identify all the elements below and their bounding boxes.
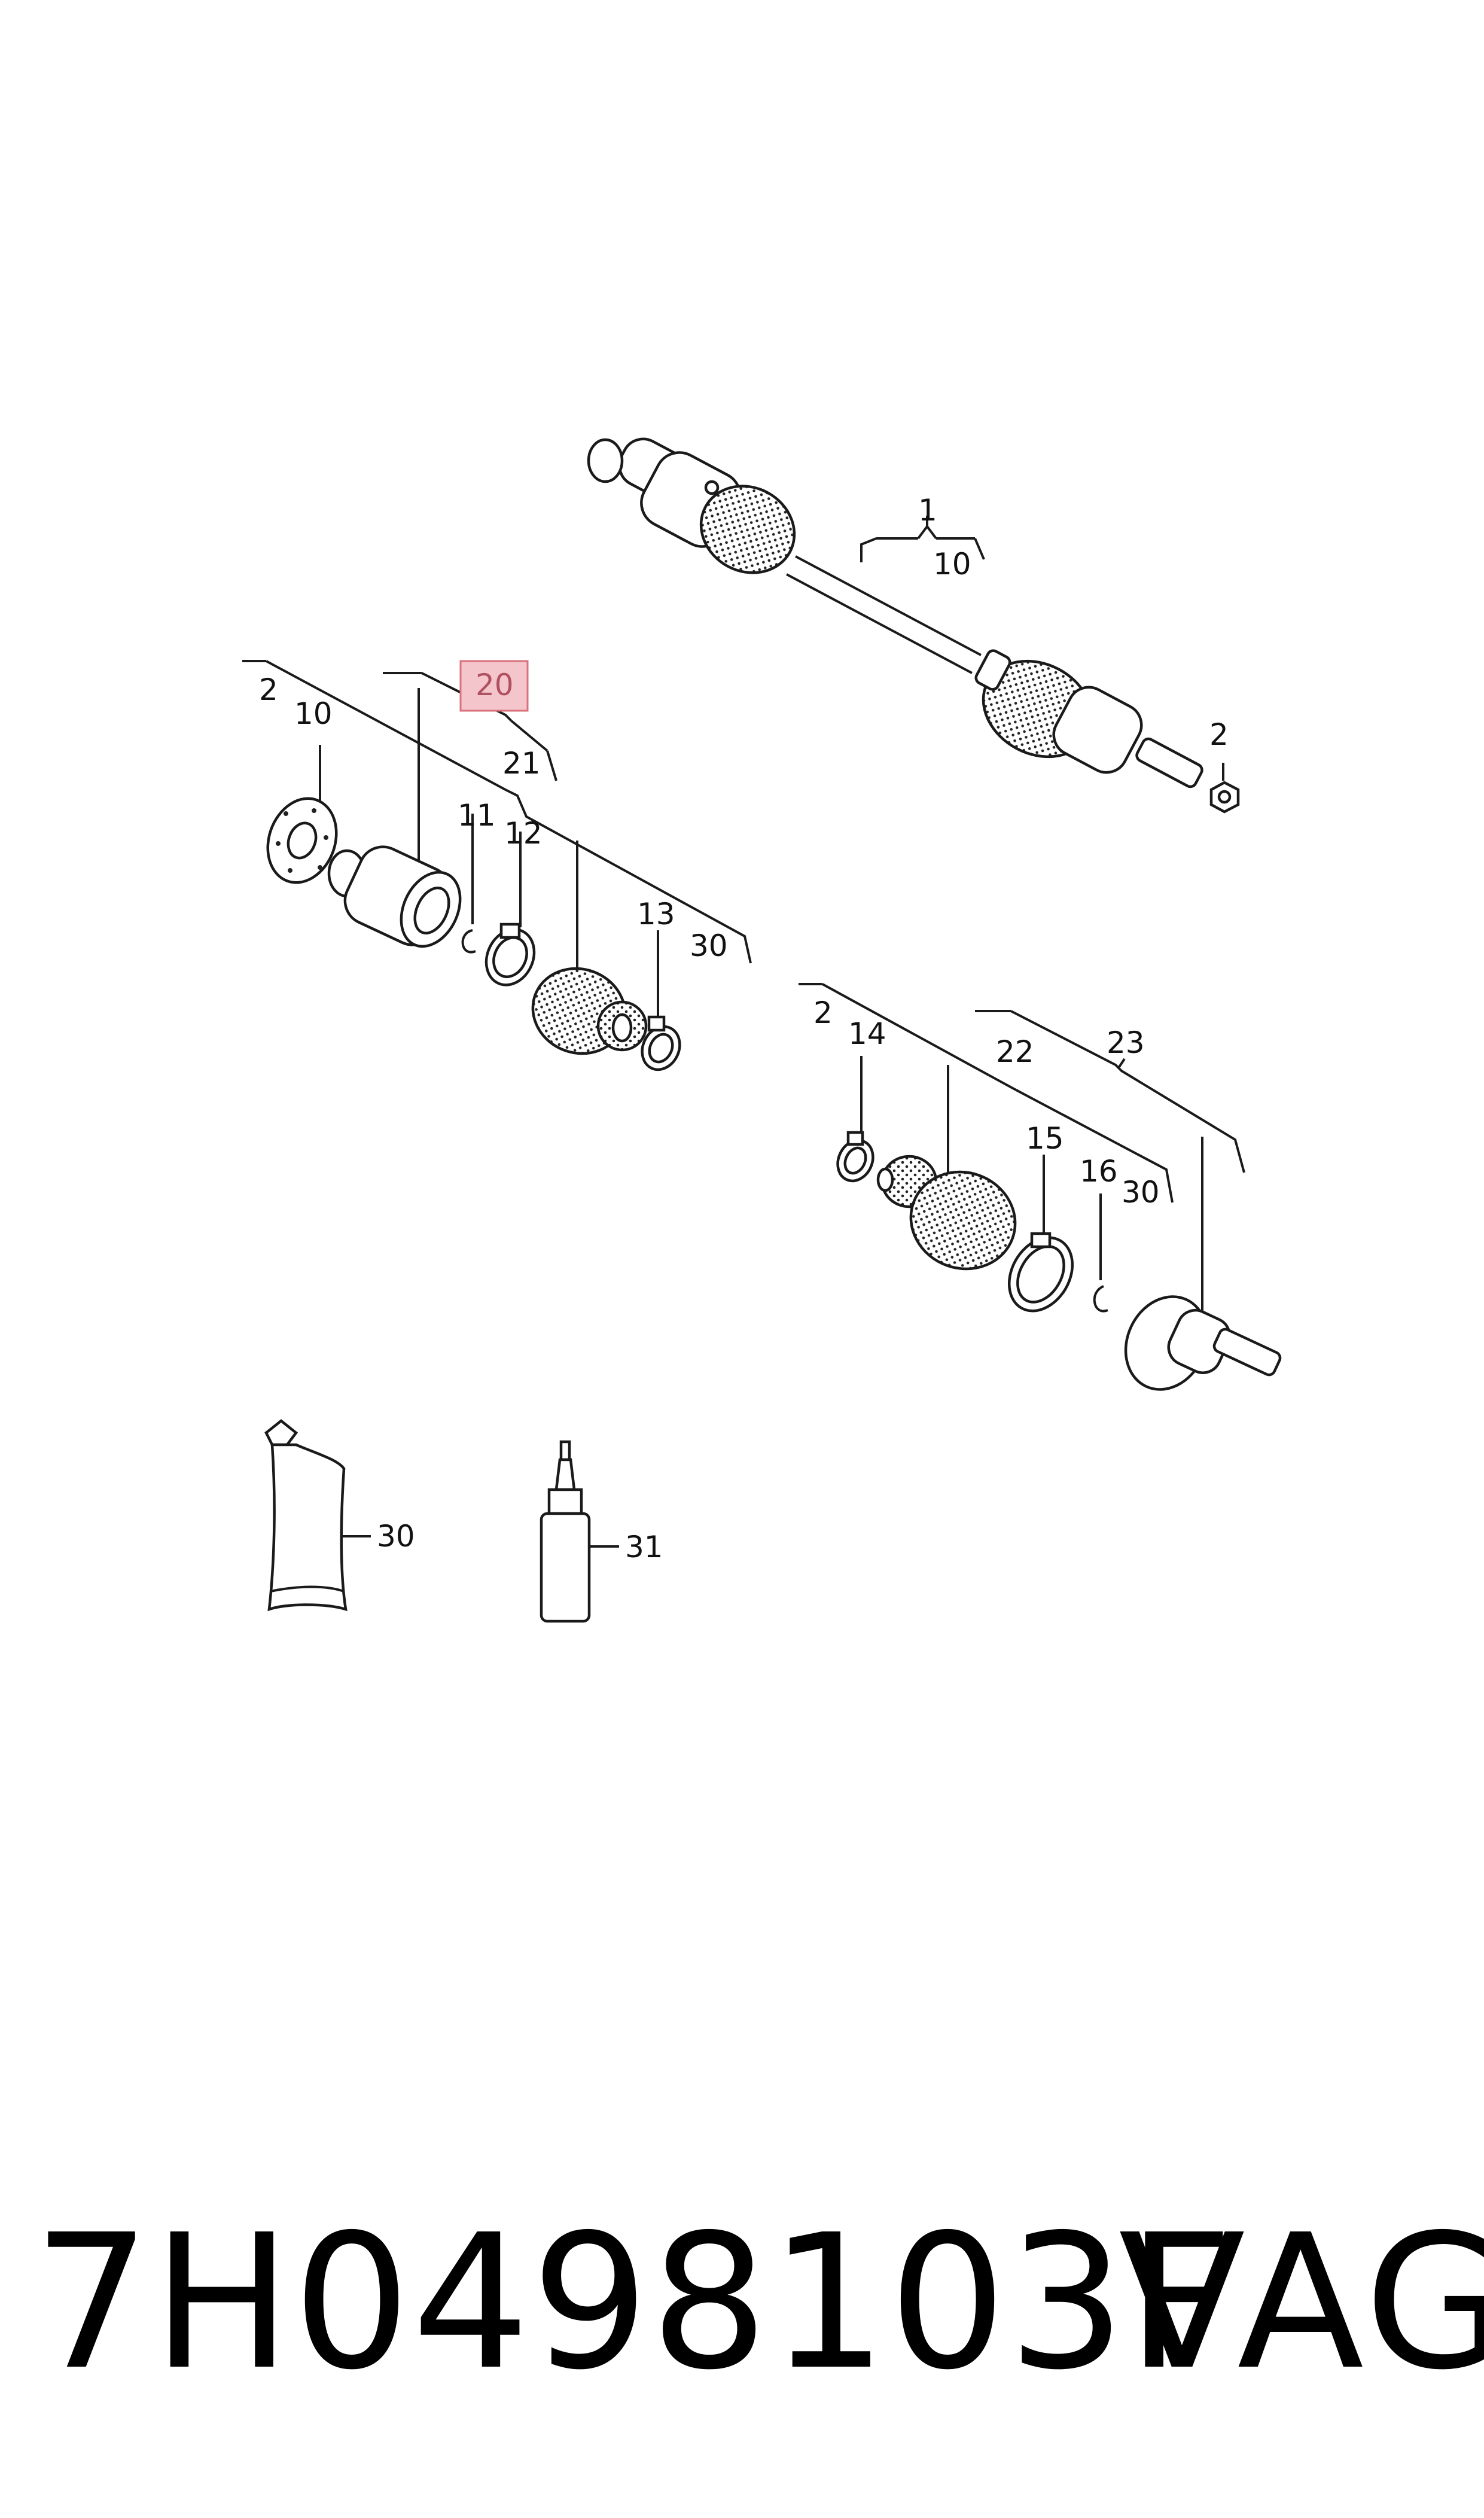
label-2-right: 2 xyxy=(813,995,833,1030)
outer-cv-joint xyxy=(1124,1295,1282,1391)
label-30-left: 30 xyxy=(690,928,728,963)
inner-cv-joint xyxy=(327,845,462,948)
boot-left xyxy=(531,967,648,1055)
label-30-right: 30 xyxy=(1122,1175,1160,1210)
bottle-part-31 xyxy=(540,1440,619,1623)
highlight-box-20 xyxy=(459,660,529,712)
label-16: 16 xyxy=(1080,1154,1118,1189)
label-30-tube: 30 xyxy=(377,1519,415,1554)
boot-right xyxy=(876,1155,1017,1271)
exploded-parts-diagram: 1 10 2 xyxy=(242,437,1282,1623)
clamp-part-13 xyxy=(641,1015,681,1071)
label-10-top: 10 xyxy=(933,547,971,581)
circlip-part-11 xyxy=(461,929,476,954)
label-22: 22 xyxy=(996,1034,1034,1069)
label-2-left: 2 xyxy=(259,672,278,707)
circlip-part-16 xyxy=(1093,1285,1108,1313)
label-15: 15 xyxy=(1026,1121,1064,1156)
nut-part-2-top xyxy=(1209,781,1240,814)
label-1: 1 xyxy=(918,493,937,528)
label-11: 11 xyxy=(458,798,496,833)
drive-shaft-assembly xyxy=(587,437,1203,788)
grease-tube-part-30 xyxy=(264,1419,371,1612)
label-21: 21 xyxy=(502,746,541,781)
clamp-part-14 xyxy=(836,1131,874,1183)
clamp-part-15 xyxy=(1007,1232,1074,1313)
label-31: 31 xyxy=(625,1530,663,1564)
clamp-part-12 xyxy=(484,922,536,987)
label-2-top: 2 xyxy=(1209,717,1229,752)
label-13: 13 xyxy=(637,897,675,931)
label-20-highlighted[interactable]: 20 xyxy=(476,668,514,702)
label-10-left: 10 xyxy=(294,696,333,731)
part-number: 7H0498103F xyxy=(33,2195,1235,2411)
brand-name: VAG xyxy=(1119,2195,1484,2411)
label-14: 14 xyxy=(848,1016,886,1051)
flange-gasket-part-10 xyxy=(266,797,338,884)
label-12: 12 xyxy=(504,816,543,851)
label-23: 23 xyxy=(1107,1025,1145,1060)
right-kit-leaders xyxy=(799,983,1245,1328)
footer: 7H0498103F VAG xyxy=(0,2190,1484,2417)
